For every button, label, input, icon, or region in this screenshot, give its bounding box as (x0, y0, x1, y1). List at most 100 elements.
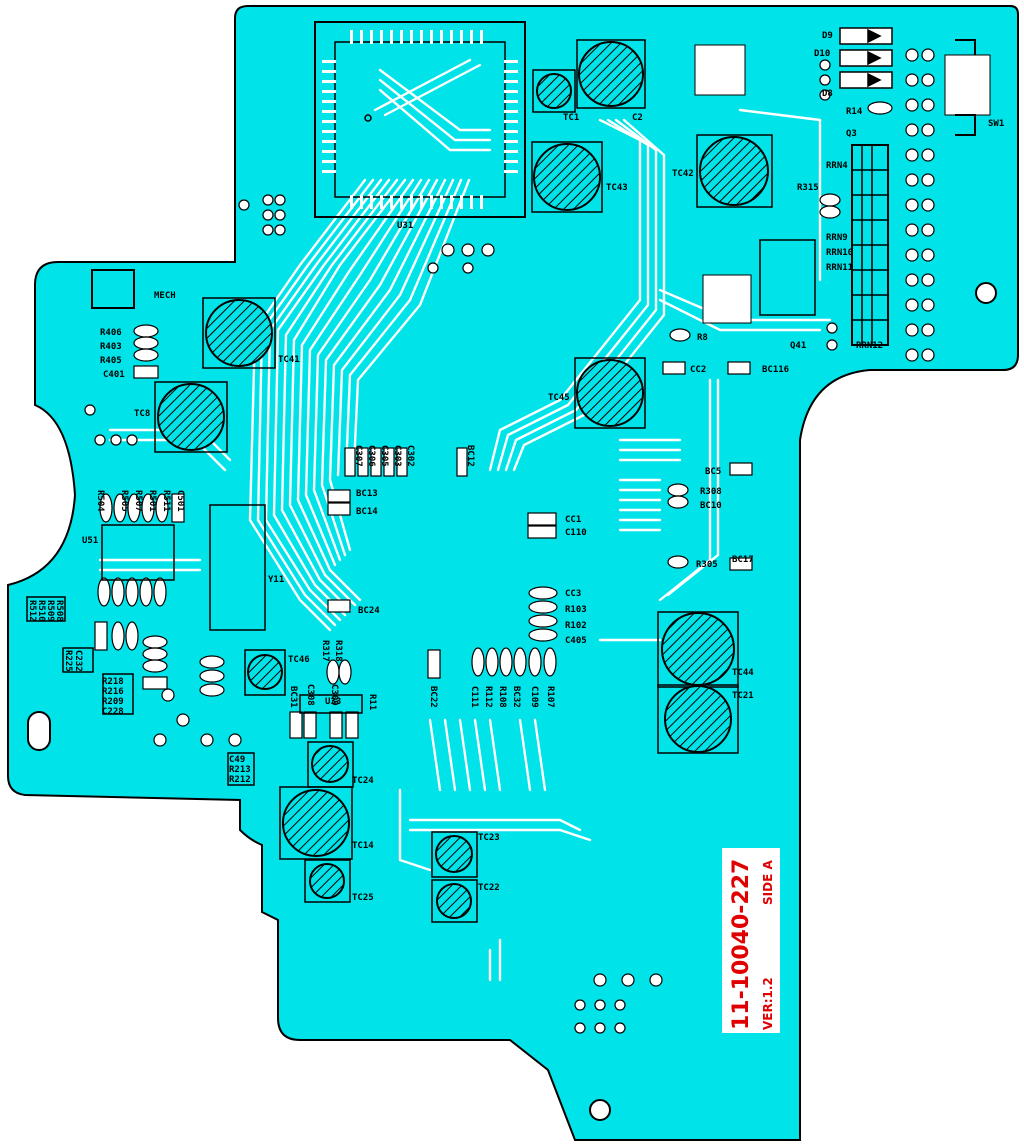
silkscreen-labels: U31 TC1 C2 TC43 TC42 D9 D10 D8 R14 Q3 SW… (82, 31, 1004, 903)
label-c228: C228 (102, 707, 124, 717)
label-bc116: BC116 (762, 365, 789, 375)
label-r305: R305 (696, 560, 718, 570)
label-tc21: TC21 (732, 691, 754, 701)
label-r102: R102 (565, 621, 587, 631)
label-r216: R216 (102, 687, 124, 697)
cap-tc21 (657, 684, 739, 754)
label-r112: R112 (483, 686, 493, 708)
label-r317: R317 (320, 640, 330, 662)
label-c302: C302 (405, 445, 415, 467)
label-r308: R308 (700, 487, 722, 497)
cap-tc25 (304, 859, 351, 903)
label-c309: C309 (329, 684, 339, 706)
label-r509: R509 (45, 600, 55, 622)
label-r510: R510 (36, 600, 46, 622)
resistor-pads (94, 101, 893, 739)
label-bc14: BC14 (356, 507, 378, 517)
cap-tc23 (431, 831, 478, 878)
board-marking: 11-10040-227 SIDE A VER:1.2 (722, 848, 780, 1033)
label-c307: C307 (353, 445, 363, 467)
label-d9: D9 (822, 31, 833, 41)
version-text: VER:1.2 (761, 977, 775, 1030)
label-rrn10: RRN10 (826, 248, 853, 258)
label-mech: MECH (154, 291, 176, 301)
label-u33: U33 (325, 697, 341, 707)
label-c501: C501 (175, 490, 185, 512)
label-c110: C110 (565, 528, 587, 538)
label-u31: U31 (397, 221, 413, 231)
label-c232: C232 (73, 650, 83, 672)
label-q3: Q3 (846, 129, 857, 139)
label-c308: C308 (305, 684, 315, 706)
label-bc17: BC17 (732, 555, 754, 565)
label-tc43: TC43 (606, 183, 628, 193)
cap-c2 (576, 39, 646, 109)
label-tc24: TC24 (352, 776, 374, 786)
label-tc8: TC8 (134, 409, 150, 419)
capacitors-electrolytic (154, 39, 773, 923)
label-rrn9: RRN9 (826, 233, 848, 243)
side-text: SIDE A (761, 860, 775, 905)
label-r209: R209 (102, 697, 124, 707)
label-tc46: TC46 (288, 655, 310, 665)
label-bc22: BC22 (428, 686, 438, 708)
label-r213: R213 (229, 765, 251, 775)
label-r508: R508 (54, 600, 64, 622)
cap-tc45 (574, 357, 646, 429)
label-r107: R107 (545, 686, 555, 708)
label-r403: R403 (100, 342, 122, 352)
label-c306: C306 (366, 445, 376, 467)
label-r11: R11 (367, 694, 377, 710)
label-bc13: BC13 (356, 489, 378, 499)
label-rrn4: RRN4 (826, 161, 848, 171)
label-r318: R318 (333, 640, 343, 662)
label-tc14: TC14 (352, 841, 374, 851)
label-cc3: CC3 (565, 589, 581, 599)
label-tc1: TC1 (563, 113, 579, 123)
cap-tc1 (532, 69, 576, 113)
label-c401: C401 (103, 370, 125, 380)
label-c49: C49 (229, 755, 245, 765)
label-c305: C305 (379, 445, 389, 467)
label-r505: R505 (119, 490, 129, 512)
label-d10: D10 (814, 49, 830, 59)
label-tc42: TC42 (672, 169, 694, 179)
label-bc24: BC24 (358, 606, 380, 616)
label-c111: C111 (469, 686, 479, 708)
label-c109: C109 (529, 686, 539, 708)
label-bc12: BC12 (465, 445, 475, 467)
label-r103: R103 (565, 605, 587, 615)
board-outline (7, 5, 1019, 1141)
label-r212: R212 (229, 775, 251, 785)
label-bc31: BC31 (288, 686, 298, 708)
ic-outlines (26, 239, 816, 786)
label-tc23: TC23 (478, 833, 500, 843)
label-tc22: TC22 (478, 883, 500, 893)
cap-tc14 (279, 786, 353, 860)
label-r512: R512 (27, 600, 37, 622)
part-number-text: 11-10040-227 (729, 859, 754, 1030)
label-y11: Y11 (268, 575, 284, 585)
u31-chip (314, 21, 526, 218)
cap-tc42 (696, 134, 773, 208)
label-tc45: TC45 (548, 393, 570, 403)
mounting-holes (27, 282, 997, 1121)
label-tc41: TC41 (278, 355, 300, 365)
label-u51: U51 (82, 536, 98, 546)
label-c2: C2 (632, 113, 643, 123)
label-r504: R504 (95, 490, 105, 512)
label-r218: R218 (102, 677, 124, 687)
label-r14: R14 (846, 107, 863, 117)
cap-tc22 (431, 879, 478, 923)
label-cc2: CC2 (690, 365, 706, 375)
rrn-resistor-network (851, 144, 889, 346)
label-r8: R8 (697, 333, 708, 343)
label-rrn12: RRN12 (856, 341, 883, 351)
label-q41: Q41 (790, 341, 806, 351)
cap-tc43 (531, 141, 603, 213)
label-c405: C405 (565, 636, 587, 646)
label-r108: R108 (497, 686, 507, 708)
cap-tc46 (244, 649, 286, 696)
label-r225: R225 (63, 650, 73, 672)
